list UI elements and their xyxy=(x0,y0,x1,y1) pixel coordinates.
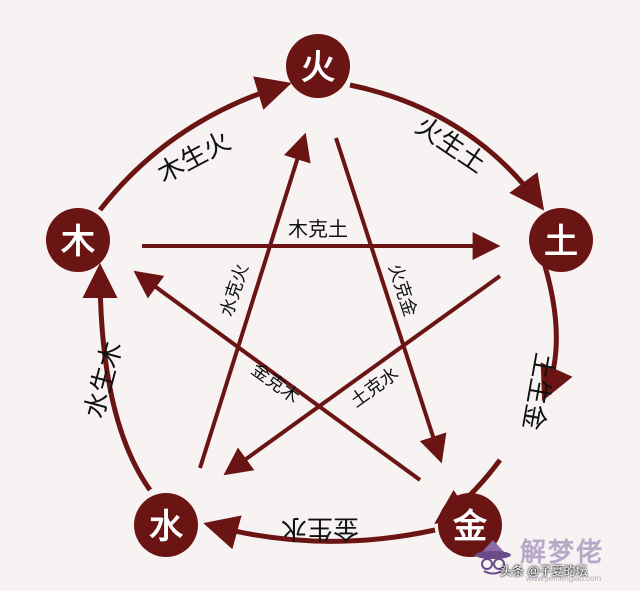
element-circle xyxy=(134,493,198,557)
element-water: 水 xyxy=(134,493,198,557)
magician-hat-icon xyxy=(475,540,511,575)
label-metal-wood: 金克木 xyxy=(247,359,303,408)
element-label: 土 xyxy=(544,222,578,262)
label-earth-water: 土克水 xyxy=(347,363,403,412)
label-wood-fire: 木生火 xyxy=(153,126,236,189)
arc-metal-water xyxy=(203,515,436,550)
watermark-source: 头条 @子夏的坛 xyxy=(500,564,588,578)
line-fire-metal xyxy=(334,137,447,464)
element-earth: 土 xyxy=(529,208,593,272)
element-fire: 火 xyxy=(286,34,350,98)
line-metal-wood xyxy=(133,270,422,482)
element-label: 金 xyxy=(452,507,488,547)
element-label: 水 xyxy=(149,507,184,547)
line-water-fire xyxy=(198,132,311,469)
arc-earth-metal xyxy=(537,249,573,402)
element-circle xyxy=(438,493,502,557)
line-earth-water xyxy=(223,274,502,476)
watermark-brand: 解梦佬 xyxy=(520,538,605,568)
label-earth-metal: 土生金 xyxy=(516,350,559,432)
generating-cycle xyxy=(82,76,573,550)
element-metal: 金 xyxy=(438,493,502,557)
watermark: 解梦佬 头条 @子夏的坛 www.jiemenglao.com xyxy=(470,530,635,585)
label-wood-earth: 木克土 xyxy=(288,217,348,241)
arc-water-wood xyxy=(82,263,153,492)
element-circle xyxy=(286,34,350,98)
element-wood: 木 xyxy=(46,208,110,272)
watermark-url: www.jiemenglao.com xyxy=(526,574,602,583)
controlling-cycle xyxy=(133,132,502,482)
label-metal-water: 金生水 xyxy=(281,513,359,543)
element-label: 火 xyxy=(301,48,335,88)
arc-wood-fire xyxy=(98,76,292,212)
element-label: 木 xyxy=(60,222,95,262)
arc-fire-earth xyxy=(349,82,545,211)
label-water-wood: 水生木 xyxy=(80,338,129,421)
element-circle xyxy=(529,208,593,272)
label-fire-metal: 火克金 xyxy=(384,261,421,319)
element-circle xyxy=(46,208,110,272)
